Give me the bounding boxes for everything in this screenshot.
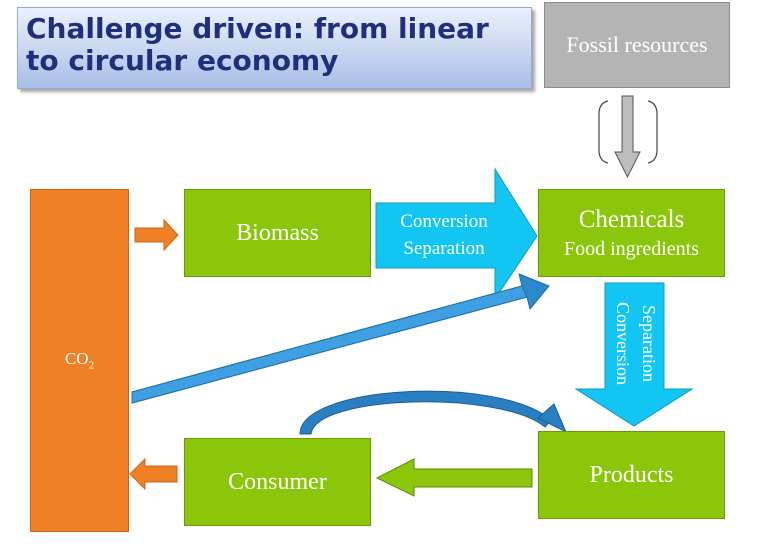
co2-subscript: 2 <box>88 359 95 372</box>
fossil-down-arrow <box>598 95 658 179</box>
title-banner: Challenge driven: from linear to circula… <box>17 7 532 89</box>
consumer-to-products-curved-arrow <box>299 390 567 435</box>
page-title: Challenge driven: from linear to circula… <box>26 13 531 77</box>
conversion-separation-arrow <box>375 167 538 301</box>
consumer-label: Consumer <box>228 468 327 495</box>
title-line-2: to circular economy <box>26 44 339 77</box>
separation-label: Separation <box>403 238 485 259</box>
co2-to-biomass-arrow <box>134 218 179 252</box>
products-node: Products <box>538 431 725 519</box>
separation-vertical-label: Separation <box>639 305 659 382</box>
co2-node: CO2 <box>30 189 129 532</box>
conversion-vertical-label: Conversion <box>613 302 633 385</box>
co2-base-text: CO <box>64 349 89 369</box>
conversion-label: Conversion <box>400 211 488 232</box>
conversion-separation-label: Conversion Separation <box>380 208 508 262</box>
biomass-label: Biomass <box>236 219 319 246</box>
chemicals-node: Chemicals Food ingredients <box>538 189 725 277</box>
chemicals-label: Chemicals <box>578 206 685 233</box>
biomass-node: Biomass <box>184 189 371 277</box>
products-label: Products <box>589 461 674 488</box>
products-to-consumer-arrow <box>375 458 533 497</box>
consumer-to-co2-arrow <box>129 457 178 491</box>
separation-conversion-label: Separation Conversion <box>608 286 662 401</box>
fossil-resources-label: Fossil resources <box>566 32 708 57</box>
title-line-1: Challenge driven: from linear <box>26 12 489 45</box>
co2-label: CO2 <box>65 349 94 371</box>
fossil-resources-node: Fossil resources <box>544 2 730 88</box>
separation-conversion-arrow <box>574 282 694 427</box>
food-ingredients-label: Food ingredients <box>564 238 699 260</box>
consumer-node: Consumer <box>184 438 371 526</box>
